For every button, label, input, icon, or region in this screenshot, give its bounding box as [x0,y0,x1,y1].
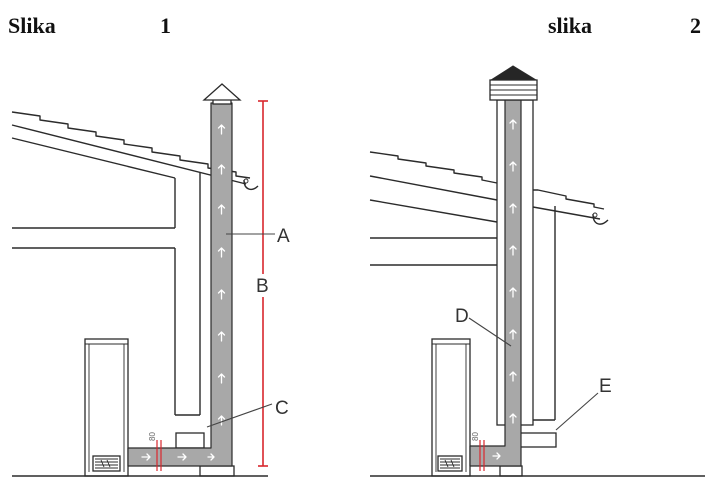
attic-ceiling-line [369,199,498,223]
pipe-diameter-mark-text: 80 [471,432,480,441]
gutter-end [592,212,598,218]
figure-1-boiler [84,338,129,477]
label-a: A [277,226,290,247]
flow-arrow-up [217,247,226,258]
roof-underside-line [369,175,498,201]
figure-1-chimney-cap [202,83,242,105]
boiler-grille [92,455,121,472]
label-b: B [256,276,269,297]
figure-1-caption: Slika 1 [8,13,171,38]
boiler-body [431,338,471,477]
flow-arrow-up [217,289,226,300]
figure-2-roof [369,151,609,225]
label-d: D [455,306,469,327]
roof-shingle-line [369,151,498,184]
figure-1-flow-arrows-right [141,453,215,461]
figure-1-callout-c: C [206,398,289,428]
roof-underside-line [11,124,247,185]
wall-passthrough-box [175,432,205,449]
figure-1: 80 B A C [11,83,290,477]
figure-2-flue-pipe [469,99,522,467]
leader-line-d [468,317,512,347]
flow-arrow-right [492,452,501,460]
figure-2-flow-arrows-up [509,119,517,424]
figure-2-caption-word: slika [548,13,592,38]
wall-passthrough-box [519,432,557,448]
boiler-grille [437,455,463,472]
flow-arrow-right [207,453,215,461]
figure-2-callout-d: D [455,306,512,347]
figure-1-house-wall [12,172,201,416]
flow-arrow-up [509,371,517,382]
figure-1-height-measurement: B [255,100,271,467]
flow-arrow-up [509,413,517,424]
flow-arrow-up [217,204,226,215]
gutter [592,213,609,225]
flow-arrow-up [509,119,517,130]
figure-2-caption: slika 2 [548,13,701,38]
flow-arrow-up [217,164,226,175]
figure-1-pipe-diameter-mark: 80 [148,432,162,471]
label-c: C [275,398,289,419]
roof-shingle-line-right [533,189,605,210]
figure-2-caption-number: 2 [690,13,701,38]
flow-arrow-up [509,245,517,256]
gutter-end [243,178,249,184]
label-e: E [599,376,612,397]
flow-arrow-up [509,161,517,172]
figure-2: 80 D E [369,65,705,477]
figure-2-chimney-cap [489,65,538,101]
leader-line-c [206,403,273,428]
label-b-background [255,274,271,297]
pipe-base-block [199,465,235,477]
pipe-diameter-mark-text: 80 [148,432,157,441]
cap-top [489,65,538,81]
flow-arrow-right [141,453,151,461]
roof-underside-line-right [532,206,601,220]
flow-arrow-up [509,287,517,298]
gutter [243,179,259,191]
figure-1-callout-a: A [226,226,290,247]
attic-ceiling-line [11,137,176,179]
figure-1-flue-pipe [127,102,233,467]
figure-2-house-wall [533,206,556,421]
flow-arrow-up [217,415,226,426]
figure-1-caption-number: 1 [160,13,171,38]
flow-arrow-up [217,124,226,135]
pipe-base-block [499,465,523,477]
figure-2-floor-slab [370,237,497,266]
figure-2-callout-e: E [555,376,612,431]
figure-1-flow-arrows-up [217,124,226,426]
figure-1-caption-word: Slika [8,13,56,38]
leader-line-e [555,392,599,431]
figure-2-boiler [431,338,471,477]
flow-arrow-up [217,373,226,384]
flow-arrow-up [509,203,517,214]
flow-arrow-up [509,329,517,340]
boiler-body [84,338,129,477]
flow-arrow-up [217,331,226,342]
flow-arrow-right [177,453,187,461]
figure-2-pipe-diameter-mark: 80 [471,432,485,471]
